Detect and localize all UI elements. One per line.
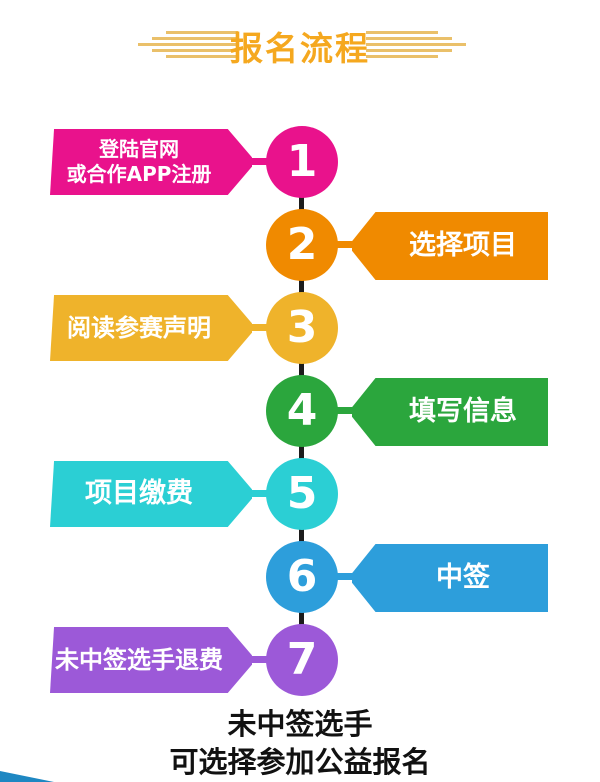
deco-line <box>366 43 466 46</box>
deco-line <box>366 49 452 52</box>
step-circle-1: 1 <box>266 126 338 198</box>
step-banner-3: 阅读参赛声明 <box>50 295 252 361</box>
step-number: 3 <box>286 302 318 353</box>
deco-line <box>366 31 438 34</box>
footer-note: 未中签选手 可选择参加公益报名 <box>0 705 600 781</box>
step-banner-6: 中签 <box>352 544 548 612</box>
step-connector-stub <box>332 241 358 248</box>
deco-line <box>152 37 238 40</box>
deco-line <box>152 49 238 52</box>
title-decoration-right <box>366 31 466 58</box>
step-number: 2 <box>286 219 318 270</box>
step-connector-stub <box>332 407 358 414</box>
step-connector-stub <box>332 573 358 580</box>
step-banner-5: 项目缴费 <box>50 461 252 527</box>
page-title: 报名流程 <box>230 29 370 68</box>
step-number: 5 <box>286 468 318 519</box>
step-banner-label: 填写信息 <box>409 396 517 428</box>
deco-line <box>138 43 238 46</box>
step-circle-2: 2 <box>266 209 338 281</box>
footer-note-line2: 可选择参加公益报名 <box>169 745 431 779</box>
step-number: 7 <box>286 634 318 685</box>
step-connector-stub <box>242 656 270 663</box>
step-banner-4: 填写信息 <box>352 378 548 446</box>
step-circle-7: 7 <box>266 624 338 696</box>
step-number: 4 <box>286 385 318 436</box>
step-connector-stub <box>242 158 270 165</box>
step-banner-label: 选择项目 <box>409 230 517 262</box>
step-banner-label: 未中签选手退费 <box>55 646 223 674</box>
step-circle-4: 4 <box>266 375 338 447</box>
deco-line <box>366 55 438 58</box>
step-banner-label: 登陆官网 <box>99 137 179 161</box>
step-circle-6: 6 <box>266 541 338 613</box>
deco-line <box>166 55 238 58</box>
deco-line <box>166 31 238 34</box>
step-banner-label: 阅读参赛声明 <box>67 314 211 342</box>
step-connector-stub <box>242 324 270 331</box>
deco-line <box>366 37 452 40</box>
step-banner-label: 或合作APP注册 <box>66 162 212 186</box>
step-banner-7: 未中签选手退费 <box>50 627 252 693</box>
step-banner-label: 中签 <box>436 562 490 594</box>
step-banner-label: 项目缴费 <box>85 478 193 510</box>
footer-note-line1: 未中签选手 <box>227 707 373 741</box>
step-circle-5: 5 <box>266 458 338 530</box>
step-banner-1: 登陆官网 或合作APP注册 <box>50 129 252 195</box>
step-banner-2: 选择项目 <box>352 212 548 280</box>
step-number: 1 <box>286 136 318 187</box>
step-connector-stub <box>242 490 270 497</box>
step-number: 6 <box>286 551 318 602</box>
step-circle-3: 3 <box>266 292 338 364</box>
title-decoration-left <box>138 31 238 58</box>
